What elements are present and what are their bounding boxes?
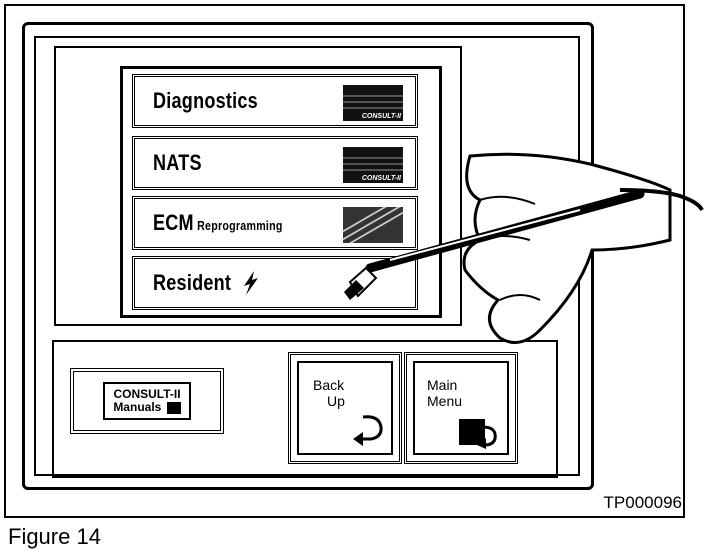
menu-item-label: NATS xyxy=(153,150,202,175)
manuals-label: Manuals xyxy=(113,400,162,414)
consult-logo-icon: CONSULT-II xyxy=(343,147,403,183)
menu-label: Menu xyxy=(427,393,463,409)
menu-panel xyxy=(120,66,442,318)
back-label: Back xyxy=(313,377,345,393)
hand-with-stylus-icon xyxy=(344,152,704,344)
menu-item-label: ECM xyxy=(153,210,194,235)
menu-item-diagnostics[interactable]: Diagnostics CONSULT-II xyxy=(132,74,418,128)
menu-item-label: Diagnostics xyxy=(153,88,258,113)
consult-manuals-button[interactable]: CONSULT-II Manuals xyxy=(70,368,224,434)
consult-logo-icon xyxy=(343,207,403,243)
menu-item-label: Resident xyxy=(153,270,232,295)
button-panel xyxy=(52,340,558,478)
back-up-button[interactable]: Back Up xyxy=(288,352,402,464)
device-bezel xyxy=(22,22,594,490)
figure-frame xyxy=(4,4,685,518)
book-icon xyxy=(166,401,181,414)
main-menu-icon xyxy=(459,419,497,449)
menu-item-nats[interactable]: NATS CONSULT-II xyxy=(132,136,418,190)
menu-item-sublabel: Reprogramming xyxy=(197,218,283,233)
manuals-title: CONSULT-II xyxy=(113,387,181,401)
up-label: Up xyxy=(327,393,345,409)
main-menu-button[interactable]: Main Menu xyxy=(404,352,518,464)
back-arrow-icon xyxy=(353,415,383,446)
menu-screen-frame xyxy=(54,46,462,326)
figure-caption: Figure 14 xyxy=(8,524,101,549)
consult-logo-icon: CONSULT-II xyxy=(343,85,403,121)
main-label: Main xyxy=(427,377,458,393)
lightning-icon xyxy=(244,271,259,295)
figure-code: TP000096 xyxy=(603,493,682,512)
